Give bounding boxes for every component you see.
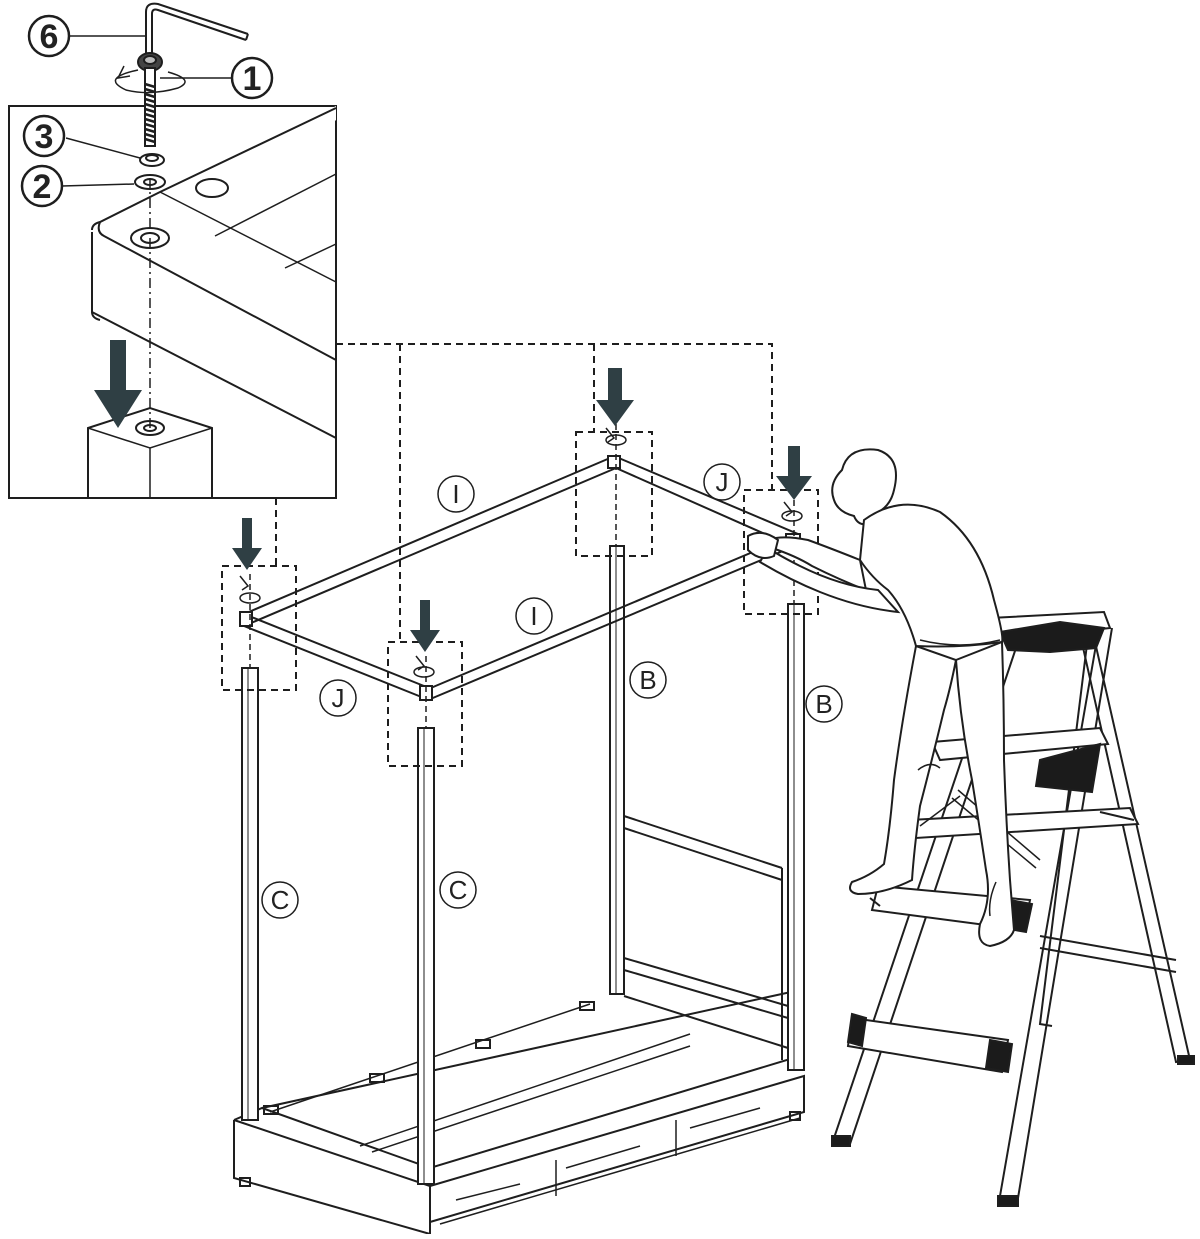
post-c-left [241, 667, 259, 1121]
svg-text:I: I [452, 479, 459, 509]
label-beam-i-front: I [515, 597, 553, 635]
bolt-icon [137, 52, 163, 147]
label-beam-j-right: J [703, 463, 741, 501]
post-c-front [417, 727, 435, 1185]
callout-spring-washer-number: 3 [35, 118, 54, 156]
arrow-down-icon [232, 518, 262, 570]
inset-arrow-down-icon [94, 340, 142, 428]
label-beam-i-back: I [437, 475, 475, 513]
detail-connectors [275, 343, 773, 642]
svg-text:B: B [639, 665, 656, 695]
post-b-right [787, 603, 805, 1071]
hardware-stack [61, 2, 249, 190]
callout-flat-washer: 2 [20, 164, 64, 208]
label-post-c-left: C [261, 881, 299, 919]
rotate-icon [114, 65, 186, 94]
svg-text:J: J [332, 683, 345, 713]
detail-inset [8, 105, 337, 499]
part-labels: I I J J B B C C [261, 463, 843, 919]
bed-frame [233, 424, 805, 1235]
label-post-b-back: B [629, 661, 667, 699]
allen-key-icon [145, 2, 249, 58]
label-beam-j-left: J [319, 679, 357, 717]
spring-washer-icon [139, 153, 165, 167]
inset-beam [91, 106, 337, 439]
svg-text:B: B [815, 689, 832, 719]
svg-text:C: C [271, 885, 290, 915]
arrow-down-icon [776, 446, 812, 500]
top-rails [239, 455, 801, 701]
callout-flat-washer-number: 2 [33, 168, 52, 206]
post-b-back [609, 545, 625, 995]
label-post-c-front: C [439, 871, 477, 909]
callout-bolt-number: 1 [243, 60, 262, 98]
insert-arrows [232, 368, 812, 652]
svg-text:J: J [716, 467, 729, 497]
arrow-down-icon [596, 368, 634, 426]
callout-bolt: 1 [230, 56, 274, 100]
svg-text:I: I [530, 601, 537, 631]
callout-spring-washer: 3 [22, 114, 66, 158]
svg-text:C: C [449, 875, 468, 905]
callout-hex-key: 6 [27, 14, 71, 58]
arrow-down-icon [410, 600, 440, 652]
person-figure [747, 448, 1016, 948]
back-panel-rails [623, 815, 789, 1060]
corner-bolts [239, 427, 803, 678]
callout-hex-key-number: 6 [40, 18, 59, 56]
label-post-b-right: B [805, 685, 843, 723]
flat-washer-icon [134, 174, 166, 190]
